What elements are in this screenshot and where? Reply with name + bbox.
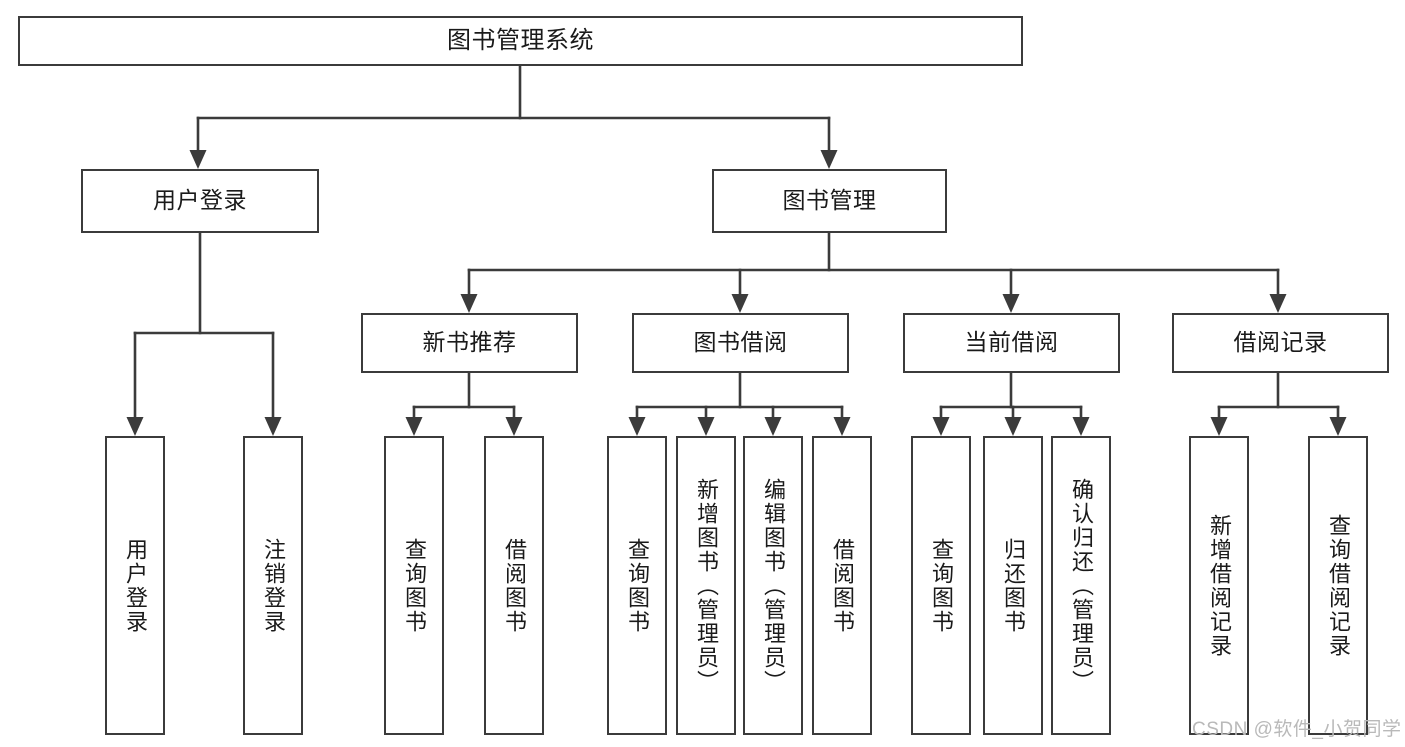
node-query-borrow-record[interactable]: 查询借阅记录: [1308, 436, 1368, 735]
book-mgmt-arrow-1: [731, 294, 749, 313]
node-label: 注销登录: [260, 537, 286, 634]
current-borrow-arrow-0: [932, 417, 950, 436]
node-label: 当前借阅: [964, 329, 1059, 356]
node-label: 借阅记录: [1233, 329, 1328, 356]
node-query-book-current[interactable]: 查询图书: [911, 436, 971, 735]
node-label: 查询图书: [401, 537, 427, 634]
node-label: 图书管理: [782, 187, 877, 214]
book-borrow-arrow-2: [764, 417, 782, 436]
node-label: 借阅图书: [829, 537, 855, 634]
node-return-book[interactable]: 归还图书: [983, 436, 1043, 735]
current-borrow-arrow-1: [1004, 417, 1022, 436]
node-current-borrow[interactable]: 当前借阅: [903, 313, 1120, 373]
node-label: 用户登录: [153, 187, 247, 214]
book-borrow-arrow-1: [697, 417, 715, 436]
node-borrow-book-rec[interactable]: 借阅图书: [484, 436, 544, 735]
node-edit-book-admin[interactable]: 编辑图书（管理员）: [743, 436, 803, 735]
book-mgmt-arrow-2: [1002, 294, 1020, 313]
node-label: 查询借阅记录: [1325, 513, 1351, 658]
user-login-arrow-1: [264, 417, 282, 436]
node-label: 归还图书: [1000, 537, 1026, 634]
borrow-record-arrow-0: [1210, 417, 1228, 436]
node-new-book-recommend[interactable]: 新书推荐: [361, 313, 578, 373]
node-add-borrow-record[interactable]: 新增借阅记录: [1189, 436, 1249, 735]
node-book-management[interactable]: 图书管理: [712, 169, 947, 233]
node-borrow-book[interactable]: 借阅图书: [812, 436, 872, 735]
node-user-login[interactable]: 用户登录: [81, 169, 319, 233]
node-query-book-borrow[interactable]: 查询图书: [607, 436, 667, 735]
node-label: 编辑图书（管理员）: [760, 477, 786, 694]
node-label: 借阅图书: [501, 537, 527, 634]
node-label: 用户登录: [122, 537, 148, 634]
node-label: 查询图书: [624, 537, 650, 634]
book-borrow-arrow-3: [833, 417, 851, 436]
node-label: 查询图书: [928, 537, 954, 634]
user-login-arrow-0: [126, 417, 144, 436]
node-logout-leaf[interactable]: 注销登录: [243, 436, 303, 735]
node-confirm-return-admin[interactable]: 确认归还（管理员）: [1051, 436, 1111, 735]
node-user-login-leaf[interactable]: 用户登录: [105, 436, 165, 735]
borrow-record-arrow-1: [1329, 417, 1347, 436]
csdn-watermark: CSDN @软件_小贺同学: [1192, 719, 1402, 740]
current-borrow-arrow-2: [1072, 417, 1090, 436]
node-query-book-rec[interactable]: 查询图书: [384, 436, 444, 735]
node-book-borrow[interactable]: 图书借阅: [632, 313, 849, 373]
node-add-book-admin[interactable]: 新增图书（管理员）: [676, 436, 736, 735]
new-book-arrow-0: [405, 417, 423, 436]
node-label: 新书推荐: [422, 329, 517, 356]
node-root-system[interactable]: 图书管理系统: [18, 16, 1023, 66]
book-mgmt-arrow-0: [460, 294, 478, 313]
book-mgmt-arrow-3: [1269, 294, 1287, 313]
node-borrow-record[interactable]: 借阅记录: [1172, 313, 1389, 373]
node-label: 新增借阅记录: [1206, 513, 1232, 658]
root-arrow-0: [189, 150, 207, 169]
new-book-arrow-1: [505, 417, 523, 436]
node-label: 新增图书（管理员）: [693, 477, 719, 694]
node-label: 图书管理系统: [447, 26, 594, 54]
node-label: 图书借阅: [693, 329, 788, 356]
root-arrow-1: [820, 150, 838, 169]
node-label: 确认归还（管理员）: [1068, 477, 1094, 694]
book-borrow-arrow-0: [628, 417, 646, 436]
